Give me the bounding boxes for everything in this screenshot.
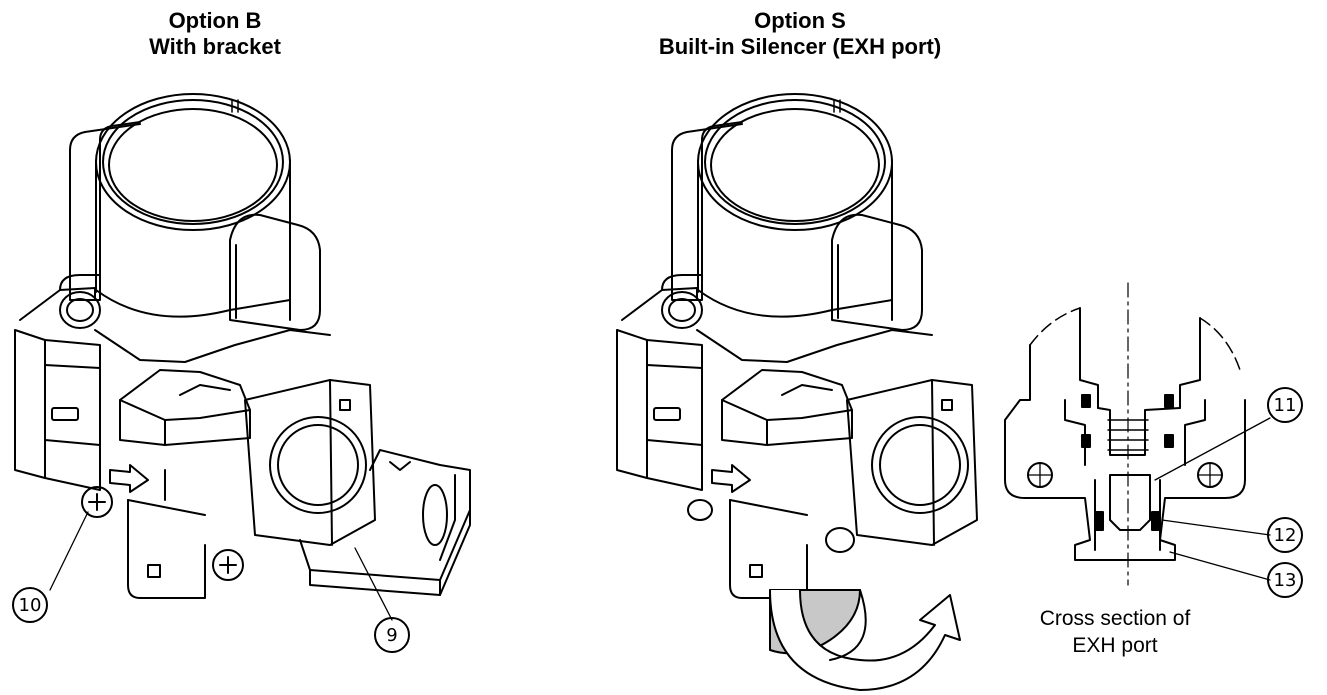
callout-11 xyxy=(1267,387,1303,423)
valve-with-bracket-illustration xyxy=(14,93,471,621)
exh-port-cross-section xyxy=(1004,282,1246,586)
caption-line-2: EXH port xyxy=(1072,634,1158,657)
callout-12-label: 12 xyxy=(1274,525,1297,546)
flow-arrow-icon xyxy=(109,464,149,493)
brand-plate-2 xyxy=(653,407,681,421)
callout-13 xyxy=(1267,562,1303,598)
option-s-description: Built-in Silencer (EXH port) xyxy=(658,34,942,59)
screw-10 xyxy=(81,486,113,518)
callout-13-label: 13 xyxy=(1274,570,1297,591)
valve-with-silencer-illustration xyxy=(616,93,978,599)
bracket-9 xyxy=(299,449,471,596)
option-s-title: Option S Built-in Silencer (EXH port) xyxy=(580,8,1020,60)
option-b-name: Option B xyxy=(168,8,262,33)
caption-line-1: Cross section of xyxy=(1039,607,1191,630)
callout-10-label: 10 xyxy=(19,595,42,616)
callout-9 xyxy=(374,617,410,653)
callout-9-label: 9 xyxy=(386,625,397,646)
screw-lower xyxy=(212,549,244,581)
rotation-arrow-icon xyxy=(769,589,961,691)
option-b-description: With bracket xyxy=(149,34,281,59)
brand-plate xyxy=(51,407,79,421)
callout-11-label: 11 xyxy=(1274,395,1297,416)
cross-section-caption: Cross section of EXH port xyxy=(1010,605,1220,659)
option-b-title: Option B With bracket xyxy=(70,8,360,60)
callout-10 xyxy=(12,587,48,623)
option-s-name: Option S xyxy=(754,8,846,33)
flow-arrow-icon-2 xyxy=(711,464,751,493)
callout-12 xyxy=(1267,517,1303,553)
